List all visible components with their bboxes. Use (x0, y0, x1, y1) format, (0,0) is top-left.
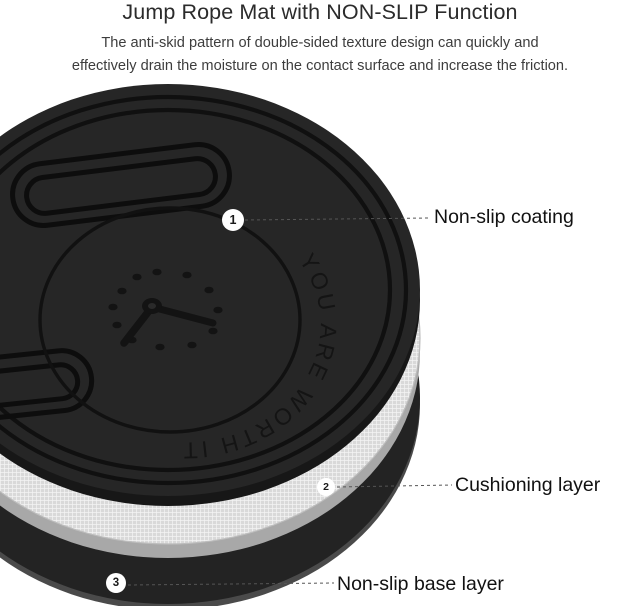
leader-line-1 (244, 217, 431, 221)
subtitle-line-2: effectively drain the moisture on the co… (71, 57, 569, 74)
antiskid-track-lower (0, 348, 95, 428)
callout-marker-1[interactable]: 1 (222, 209, 244, 231)
header: Jump Rope Mat with NON-SLIP Function The… (0, 0, 640, 77)
callout-label-cushioning-layer: Cushioning layer (455, 474, 601, 496)
leader-lines (127, 217, 453, 586)
callout-marker-3[interactable]: 3 (106, 573, 126, 593)
callout-label-non-slip-coating: Non-slip coating (434, 206, 574, 228)
emblem-ring (38, 206, 302, 434)
page-title: Jump Rope Mat with NON-SLIP Function (122, 0, 518, 24)
leader-line-3 (127, 582, 335, 586)
leader-line-2 (336, 484, 453, 488)
subtitle-line-1: The anti-skid pattern of double-sided te… (101, 35, 539, 51)
clock-hub-inner (148, 303, 156, 309)
callout-label-non-slip-base-layer: Non-slip base layer (337, 573, 504, 595)
rim-groove-inner (0, 107, 393, 473)
callout-marker-2[interactable]: 2 (317, 478, 335, 496)
rim-groove-outer (0, 94, 409, 486)
clock-emblem (108, 268, 223, 351)
clock-hour-hand (148, 303, 217, 327)
